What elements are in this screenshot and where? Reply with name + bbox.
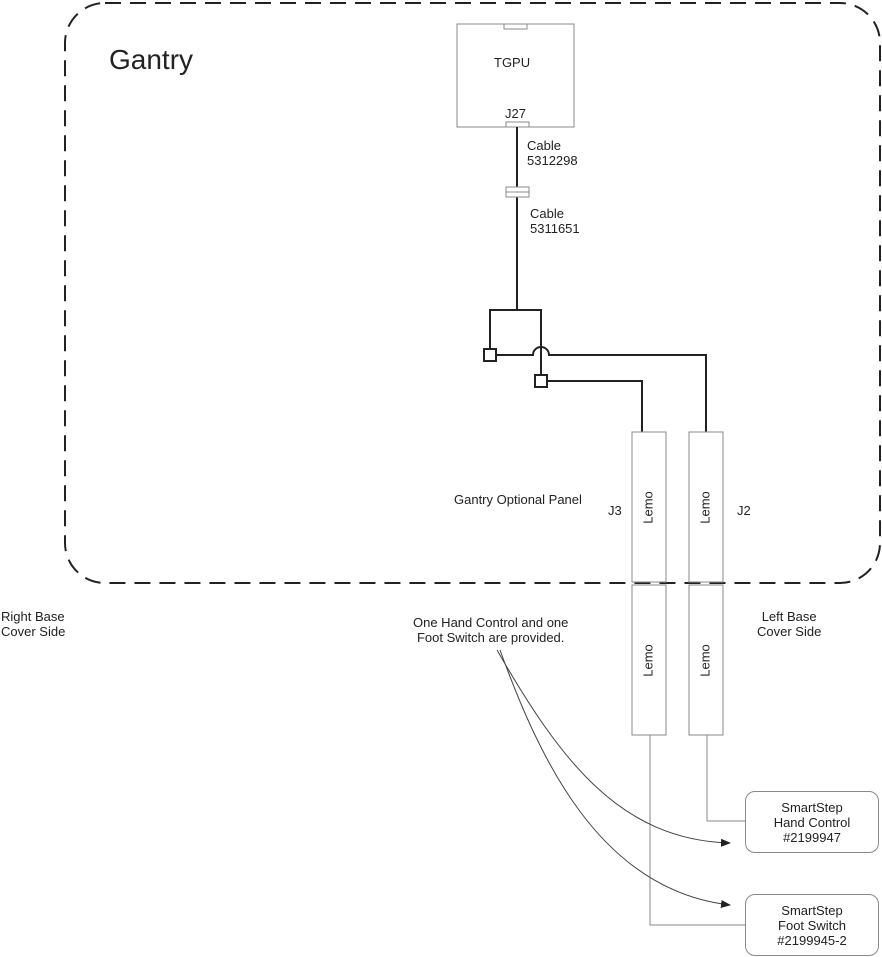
note-line2: Foot Switch are provided. bbox=[416, 630, 565, 645]
right-base-cover-side-label: Right Base Cover Side bbox=[1, 609, 65, 639]
right-side-line2: Cover Side bbox=[1, 624, 66, 639]
right-side-line1: Right Base bbox=[1, 609, 65, 624]
cable-2-line2: 5311651 bbox=[530, 221, 580, 236]
split-connector-2 bbox=[534, 374, 548, 388]
cable-to-j2 bbox=[497, 346, 707, 432]
cable-1-line1: Cable bbox=[527, 138, 561, 153]
j3-label: J3 bbox=[608, 503, 622, 518]
cable-2-label: Cable 5311651 bbox=[530, 206, 580, 236]
cable-to-hand-control bbox=[706, 735, 745, 822]
note-line1: One Hand Control and one bbox=[413, 615, 569, 630]
hand-control-line3: #2199947 bbox=[783, 829, 841, 845]
left-side-line1: Left Base bbox=[761, 609, 817, 624]
gantry-title: Gantry bbox=[109, 44, 194, 75]
cable-2-line1: Cable bbox=[530, 206, 564, 221]
j27-label: J27 bbox=[505, 106, 526, 121]
lemo-j3-upper bbox=[631, 431, 667, 583]
foot-switch-line2: Foot Switch bbox=[778, 917, 846, 933]
cable-1-line2: 5312298 bbox=[527, 153, 578, 168]
left-base-cover-side-label: Left Base Cover Side bbox=[757, 609, 821, 639]
lemo-j2-upper-label: Lemo bbox=[697, 491, 713, 524]
cable-to-foot-switch bbox=[649, 735, 745, 926]
hand-control-box: SmartStep Hand Control #2199947 bbox=[745, 791, 879, 853]
optional-panel-label: Gantry Optional Panel bbox=[454, 492, 582, 507]
provided-note: One Hand Control and one Foot Switch are… bbox=[413, 615, 568, 645]
lemo-j2-lower bbox=[688, 584, 724, 736]
lemo-j3-upper-label: Lemo bbox=[640, 491, 656, 524]
gantry-boundary bbox=[64, 2, 881, 584]
hand-control-line2: Hand Control bbox=[773, 814, 851, 830]
arrow-to-foot-switch bbox=[499, 649, 731, 908]
foot-switch-box: SmartStep Foot Switch #2199945-2 bbox=[745, 894, 879, 956]
split-connector-1 bbox=[483, 348, 497, 362]
tgpu-box bbox=[456, 23, 575, 128]
foot-switch-line3: #2199945-2 bbox=[777, 932, 847, 948]
j27-connector bbox=[505, 121, 530, 128]
hand-control-line1: SmartStep bbox=[781, 799, 843, 815]
tgpu-label: TGPU bbox=[494, 55, 531, 70]
lemo-j3-lower-label: Lemo bbox=[640, 644, 656, 677]
tgpu-top-connector bbox=[503, 23, 528, 30]
lemo-j2-upper bbox=[688, 431, 724, 583]
j2-label: J2 bbox=[737, 503, 751, 518]
cable-split bbox=[489, 309, 542, 376]
arrow-to-hand-control bbox=[496, 649, 731, 847]
cable-1-label: Cable 5312298 bbox=[527, 138, 578, 168]
left-side-line2: Cover Side bbox=[757, 624, 822, 639]
cable-to-j3 bbox=[548, 380, 643, 432]
foot-switch-line1: SmartStep bbox=[781, 902, 843, 918]
lemo-j3-lower bbox=[631, 584, 667, 736]
lemo-j2-lower-label: Lemo bbox=[697, 644, 713, 677]
